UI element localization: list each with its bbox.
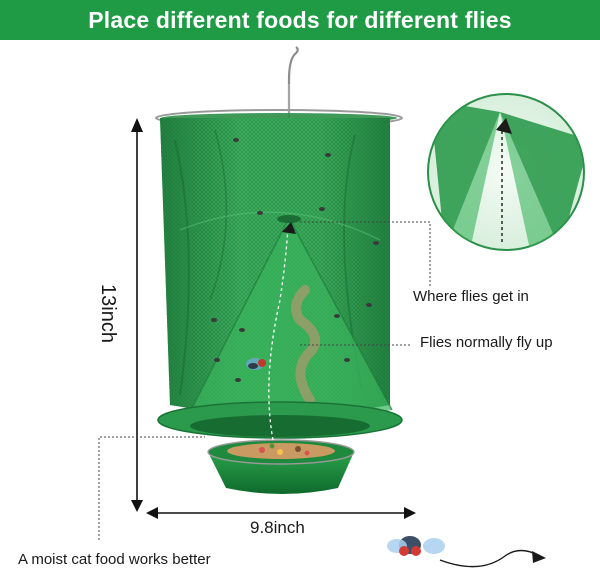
arrow-icon [282, 222, 296, 234]
fly-icon [246, 358, 266, 370]
height-label: 13inch [96, 284, 119, 343]
entry-label: Where flies get in [413, 288, 529, 305]
fly-icon [387, 536, 546, 568]
hook-icon [287, 46, 299, 118]
leader-lines [98, 221, 431, 540]
width-dimension [146, 507, 416, 519]
width-label: 9.8inch [250, 518, 305, 537]
title-banner: Place different foods for different flie… [0, 0, 600, 40]
bait-label: A moist cat food works better [18, 551, 211, 568]
trapped-flies [211, 138, 379, 382]
scent-swirl [291, 285, 320, 405]
entry-cone [189, 215, 393, 421]
height-dimension [131, 118, 143, 512]
banner-title: Place different foods for different flie… [88, 7, 512, 33]
zoom-detail [427, 93, 585, 251]
bait-tray [207, 439, 355, 494]
fly-up-label: Flies normally fly up [420, 334, 553, 351]
